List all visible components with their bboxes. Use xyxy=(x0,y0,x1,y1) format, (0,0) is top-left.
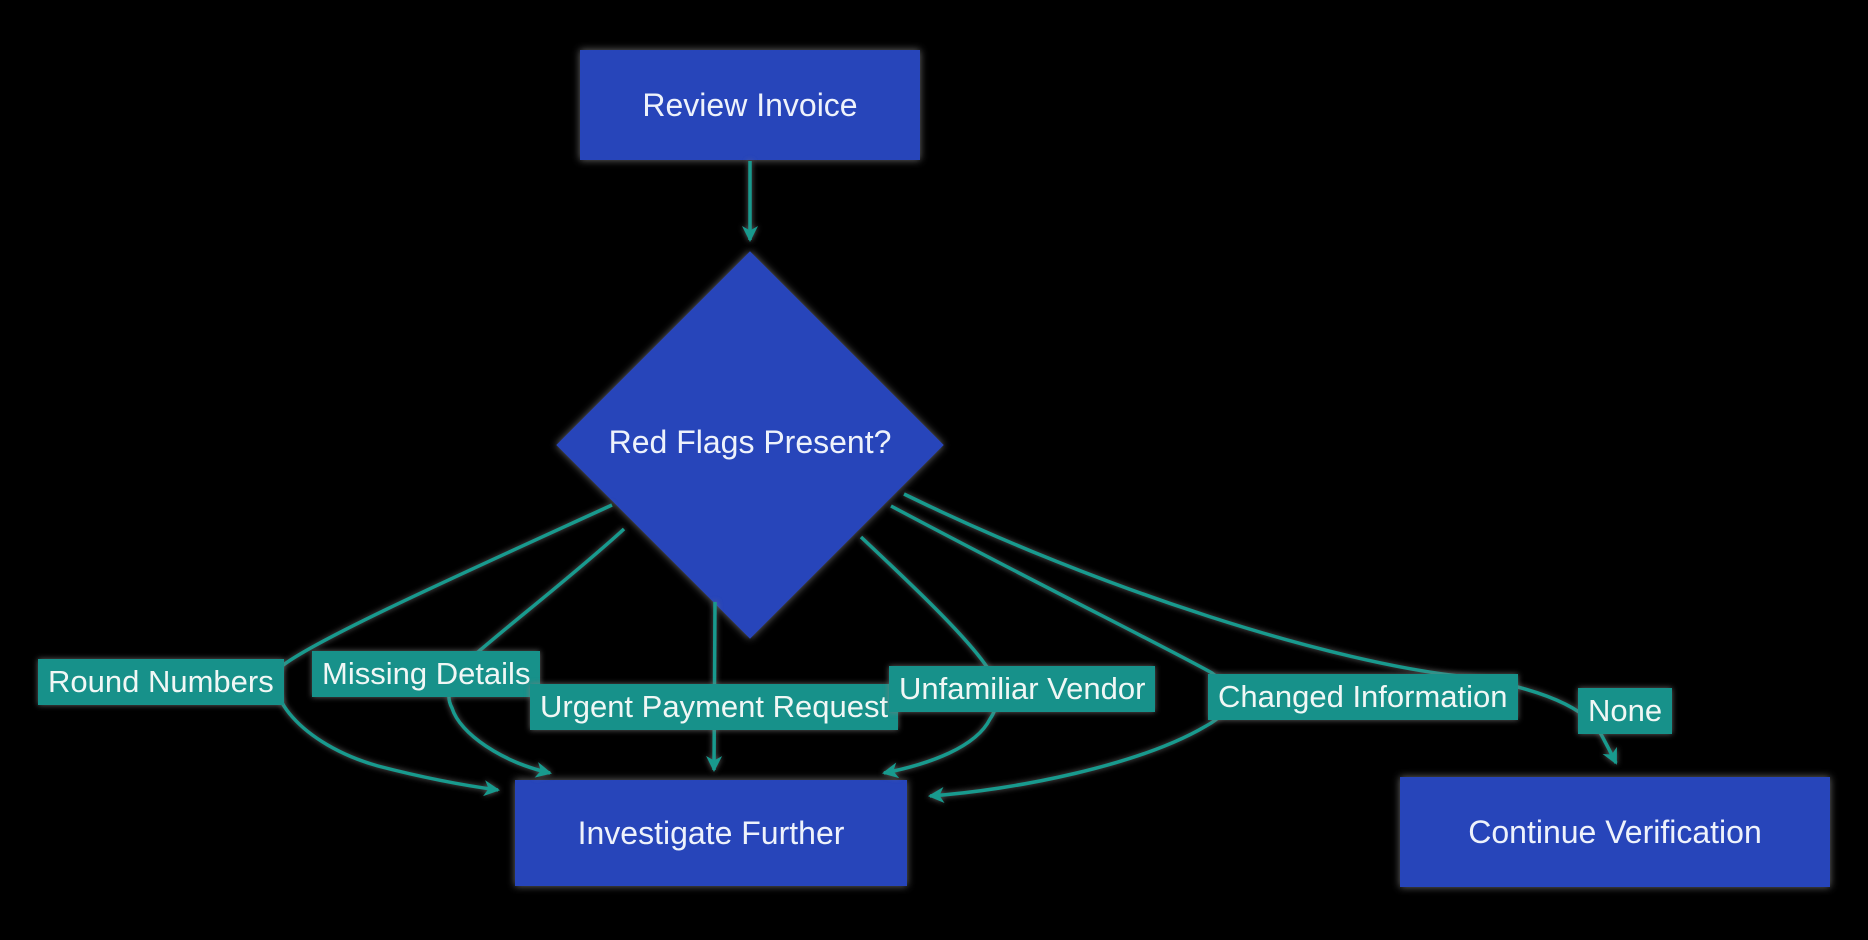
edge-decision-continue-none xyxy=(903,492,1618,765)
node-investigate-further: Investigate Further xyxy=(515,780,907,886)
edge-label-none: None xyxy=(1578,688,1673,734)
edge-label-missing-details: Missing Details xyxy=(312,651,541,697)
edge-decision-investigate-round-numbers xyxy=(274,503,613,797)
edge-decision-investigate-unfamiliar-vendor xyxy=(859,535,999,779)
edge-label-changed-information: Changed Information xyxy=(1208,674,1518,720)
edge-decision-investigate-changed-information xyxy=(890,504,1231,803)
node-review-invoice: Review Invoice xyxy=(580,50,920,160)
node-red-flags-decision-label: Red Flags Present? xyxy=(608,424,892,460)
edge-label-unfamiliar-vendor: Unfamiliar Vendor xyxy=(889,666,1156,712)
node-continue-verification: Continue Verification xyxy=(1400,777,1830,887)
node-review-invoice-label: Review Invoice xyxy=(642,86,858,123)
node-investigate-further-label: Investigate Further xyxy=(577,814,845,851)
edge-label-round-numbers: Round Numbers xyxy=(38,659,284,705)
node-continue-verification-label: Continue Verification xyxy=(1468,813,1762,850)
edge-label-urgent-payment-request: Urgent Payment Request xyxy=(530,684,899,730)
